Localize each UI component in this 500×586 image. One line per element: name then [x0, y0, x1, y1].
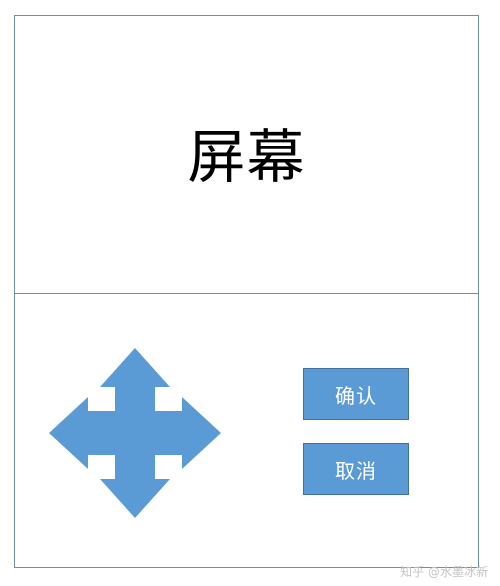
- screen-label: 屏幕: [187, 123, 306, 191]
- dpad-right-button[interactable]: [166, 409, 221, 457]
- cancel-button[interactable]: 取消: [303, 443, 409, 495]
- dpad-up-button[interactable]: [111, 348, 159, 403]
- direction-pad[interactable]: [49, 348, 221, 518]
- four-way-arrow-icon: [49, 348, 221, 518]
- watermark: 知乎 @水墨冰新: [400, 565, 488, 579]
- dpad-left-button[interactable]: [49, 409, 104, 457]
- dpad-down-button[interactable]: [111, 463, 159, 518]
- screen-area: 屏幕: [15, 16, 478, 294]
- confirm-button[interactable]: 确认: [303, 368, 409, 420]
- device-frame: 屏幕: [14, 15, 479, 568]
